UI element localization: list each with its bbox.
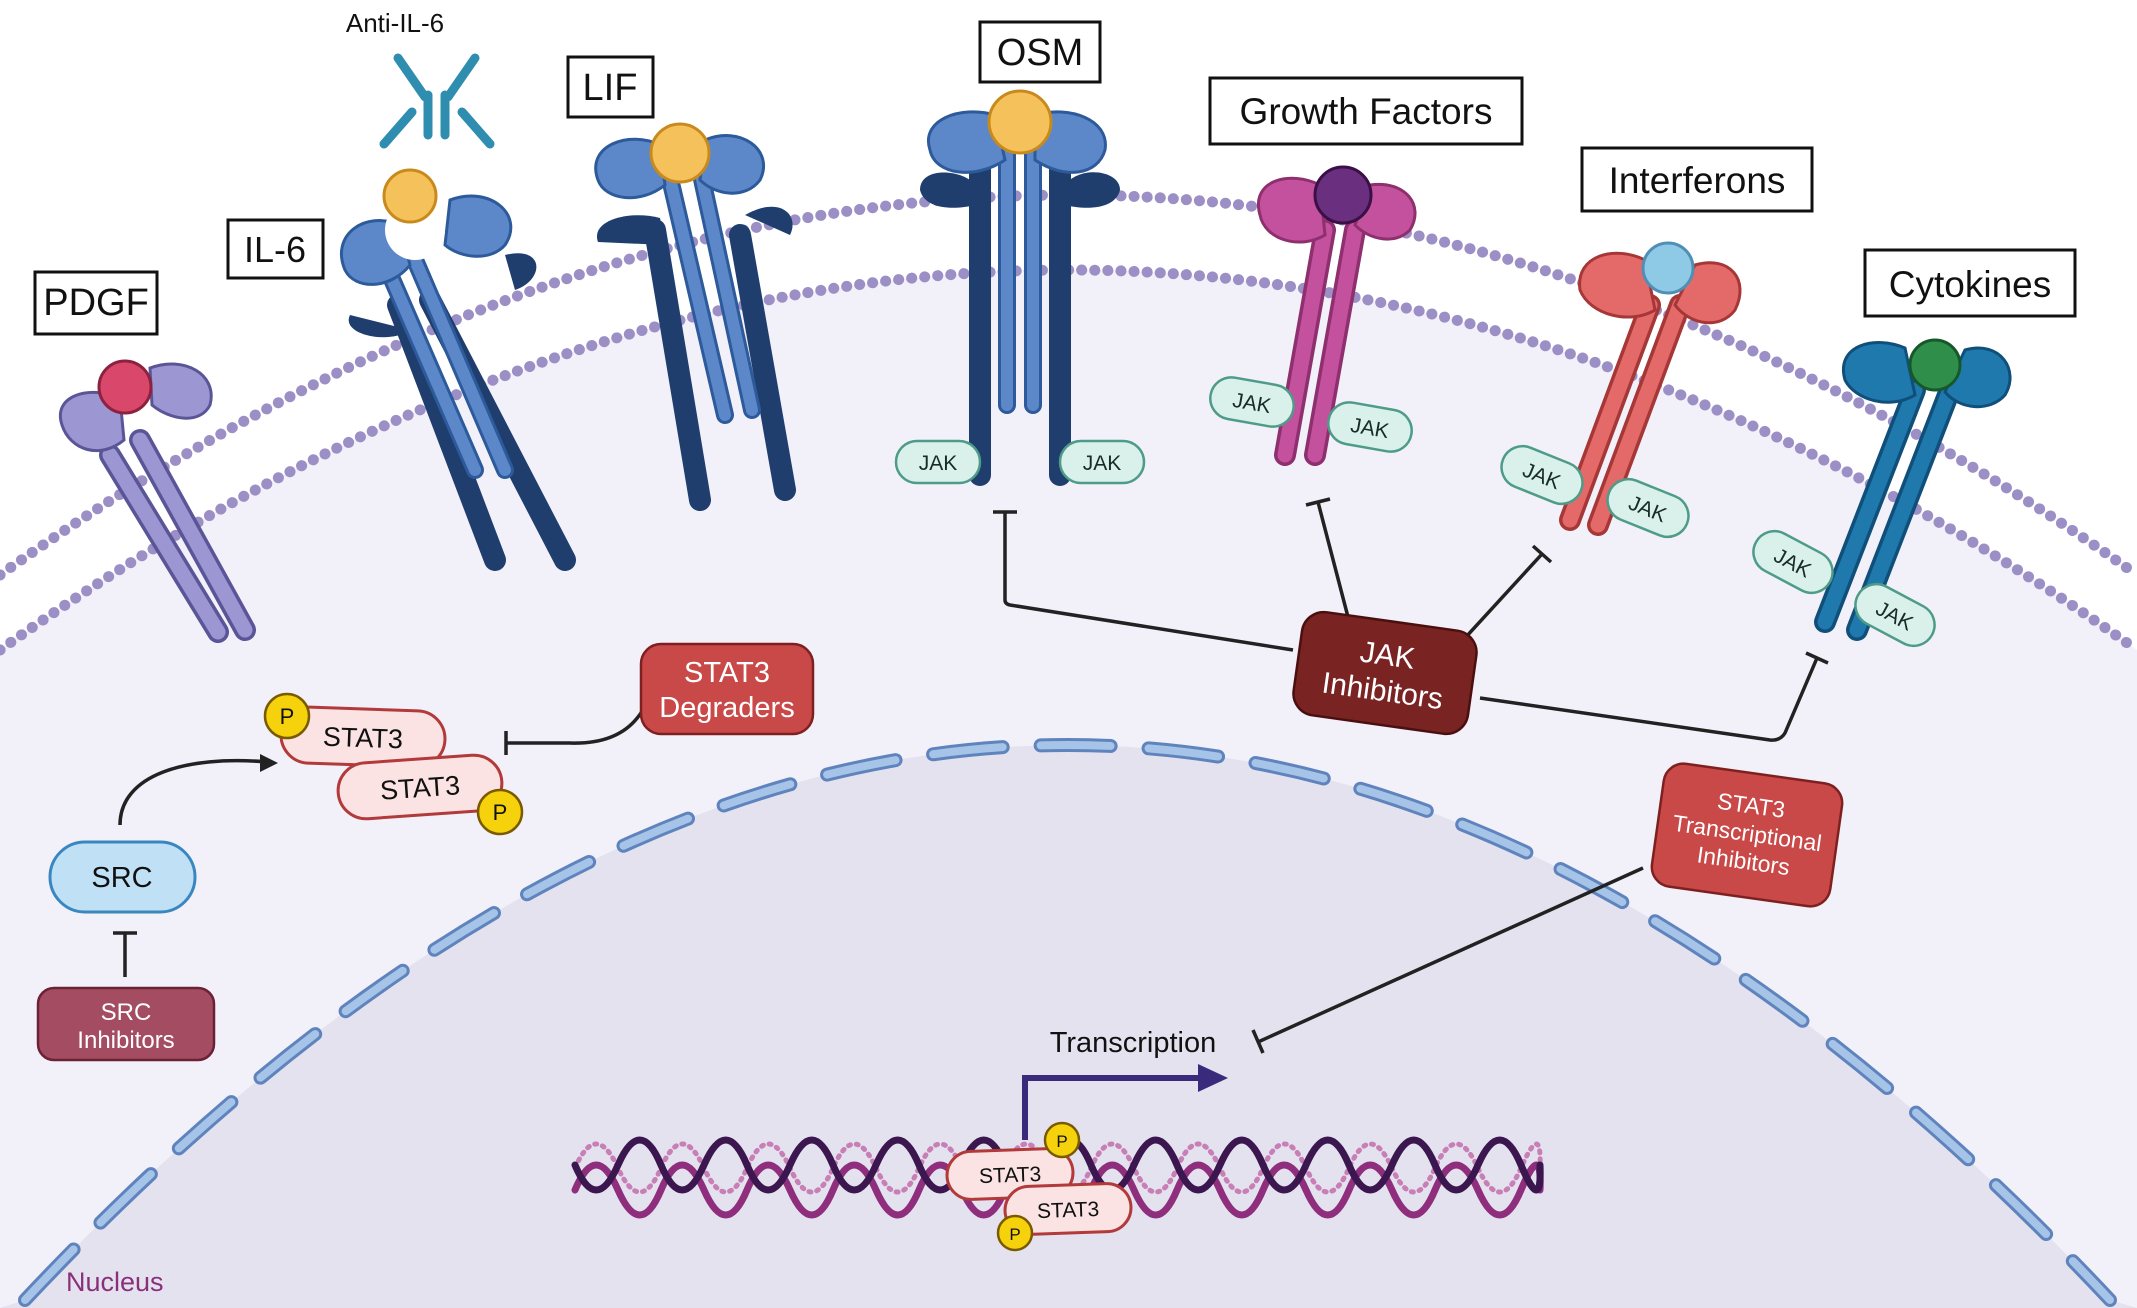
jak-inhibitors-box: JAK Inhibitors xyxy=(1292,610,1478,736)
svg-text:STAT3: STAT3 xyxy=(1037,1198,1100,1223)
svg-text:Interferons: Interferons xyxy=(1609,160,1786,201)
svg-text:SRC: SRC xyxy=(91,862,152,894)
svg-text:PDGF: PDGF xyxy=(43,282,149,324)
lif-label-box: LIF xyxy=(566,55,655,119)
phospho-icon: P xyxy=(476,788,524,836)
arrowhead-icon xyxy=(260,754,278,772)
svg-text:P: P xyxy=(493,800,508,825)
jak-osm-right: JAK xyxy=(1058,439,1146,485)
cytokines-label-box: Cytokines xyxy=(1863,248,2077,318)
growth-factor-ligand xyxy=(1313,165,1373,225)
nucleus-label: Nucleus xyxy=(66,1267,164,1297)
jak-interferon-right: JAK xyxy=(1606,477,1690,539)
svg-text:JAK: JAK xyxy=(1358,636,1417,676)
osm-receptor xyxy=(920,89,1120,486)
svg-text:STAT3: STAT3 xyxy=(684,657,770,689)
growth-factor-receptor xyxy=(1256,165,1417,466)
jak-growth-left: JAK xyxy=(1209,376,1295,428)
svg-text:IL-6: IL-6 xyxy=(244,229,306,270)
pdgf-label-box: PDGF xyxy=(33,270,159,336)
lif-ligand xyxy=(649,122,711,184)
jak-growth-right: JAK xyxy=(1327,401,1413,453)
stat3-transcriptional-inhibitors-box: STAT3 Transcriptional Inhibitors xyxy=(1650,762,1844,908)
stat3-upper: STAT3 xyxy=(279,705,447,769)
jak-interferon-left: JAK xyxy=(1500,444,1584,506)
anti-il6-label: Anti-IL-6 xyxy=(346,8,444,38)
phospho-icon: P xyxy=(996,1214,1034,1252)
jak-inhibition-lines xyxy=(993,497,1829,742)
stat3-lower: STAT3 xyxy=(1003,1182,1133,1236)
pdgf-ligand xyxy=(97,359,153,415)
svg-text:Degraders: Degraders xyxy=(659,692,794,724)
jak-osm-left: JAK xyxy=(894,439,982,485)
growth-factors-label-box: Growth Factors xyxy=(1208,76,1524,146)
svg-text:Cytokines: Cytokines xyxy=(1889,264,2051,305)
jak-cytokine-left: JAK xyxy=(1752,529,1834,595)
osm-ligand xyxy=(987,89,1053,155)
osm-label-box: OSM xyxy=(978,20,1102,84)
stat3-dimer-nucleus: STAT3 STAT3 P P xyxy=(945,1121,1133,1252)
svg-text:JAK: JAK xyxy=(1083,452,1122,475)
svg-text:STAT3: STAT3 xyxy=(979,1163,1042,1188)
interferons-label-box: Interferons xyxy=(1580,146,1814,213)
arrowhead-icon xyxy=(1198,1064,1228,1092)
svg-text:STAT3: STAT3 xyxy=(379,770,461,806)
transcription-inhibition-line xyxy=(1257,866,1644,1044)
cytokine-ligand xyxy=(1908,338,1962,392)
lif-receptor xyxy=(594,122,796,511)
jak-cytokine-right: JAK xyxy=(1854,582,1936,648)
stat3-degraders-box: STAT3 Degraders xyxy=(639,642,815,736)
src-activation-arrow xyxy=(118,758,269,826)
transcription-inhibition-bar xyxy=(1251,1029,1265,1054)
transcription-arrow xyxy=(1022,1075,1200,1140)
svg-text:P: P xyxy=(280,704,295,729)
phospho-icon: P xyxy=(1043,1121,1081,1159)
nucleus xyxy=(0,745,2137,1308)
svg-text:Growth Factors: Growth Factors xyxy=(1240,91,1493,132)
il6-label-box: IL-6 xyxy=(226,218,325,280)
svg-text:JAK: JAK xyxy=(919,452,958,475)
transcription-label: Transcription xyxy=(1050,1027,1217,1059)
il6-receptor xyxy=(339,168,576,571)
interferon-ligand xyxy=(1641,241,1695,295)
svg-text:SRC: SRC xyxy=(101,999,152,1026)
src-kinase: SRC xyxy=(48,840,197,914)
pdgf-receptor xyxy=(58,359,256,643)
src-inhibitors-box: SRC Inhibitors xyxy=(36,986,216,1062)
svg-text:STAT3: STAT3 xyxy=(322,722,403,755)
anti-il6-antibody-icon xyxy=(379,53,495,149)
stat3-dimer-cytoplasm: STAT3 STAT3 P P xyxy=(263,692,524,836)
phospho-icon: P xyxy=(263,692,311,740)
il6-ligand xyxy=(382,168,438,224)
svg-text:OSM: OSM xyxy=(997,32,1084,74)
svg-text:P: P xyxy=(1056,1132,1067,1151)
svg-text:LIF: LIF xyxy=(583,67,638,109)
nuclear-envelope-highlight xyxy=(21,741,2114,1304)
svg-text:P: P xyxy=(1009,1225,1020,1244)
stat3-lower: STAT3 xyxy=(336,753,504,821)
svg-text:Inhibitors: Inhibitors xyxy=(77,1027,174,1054)
